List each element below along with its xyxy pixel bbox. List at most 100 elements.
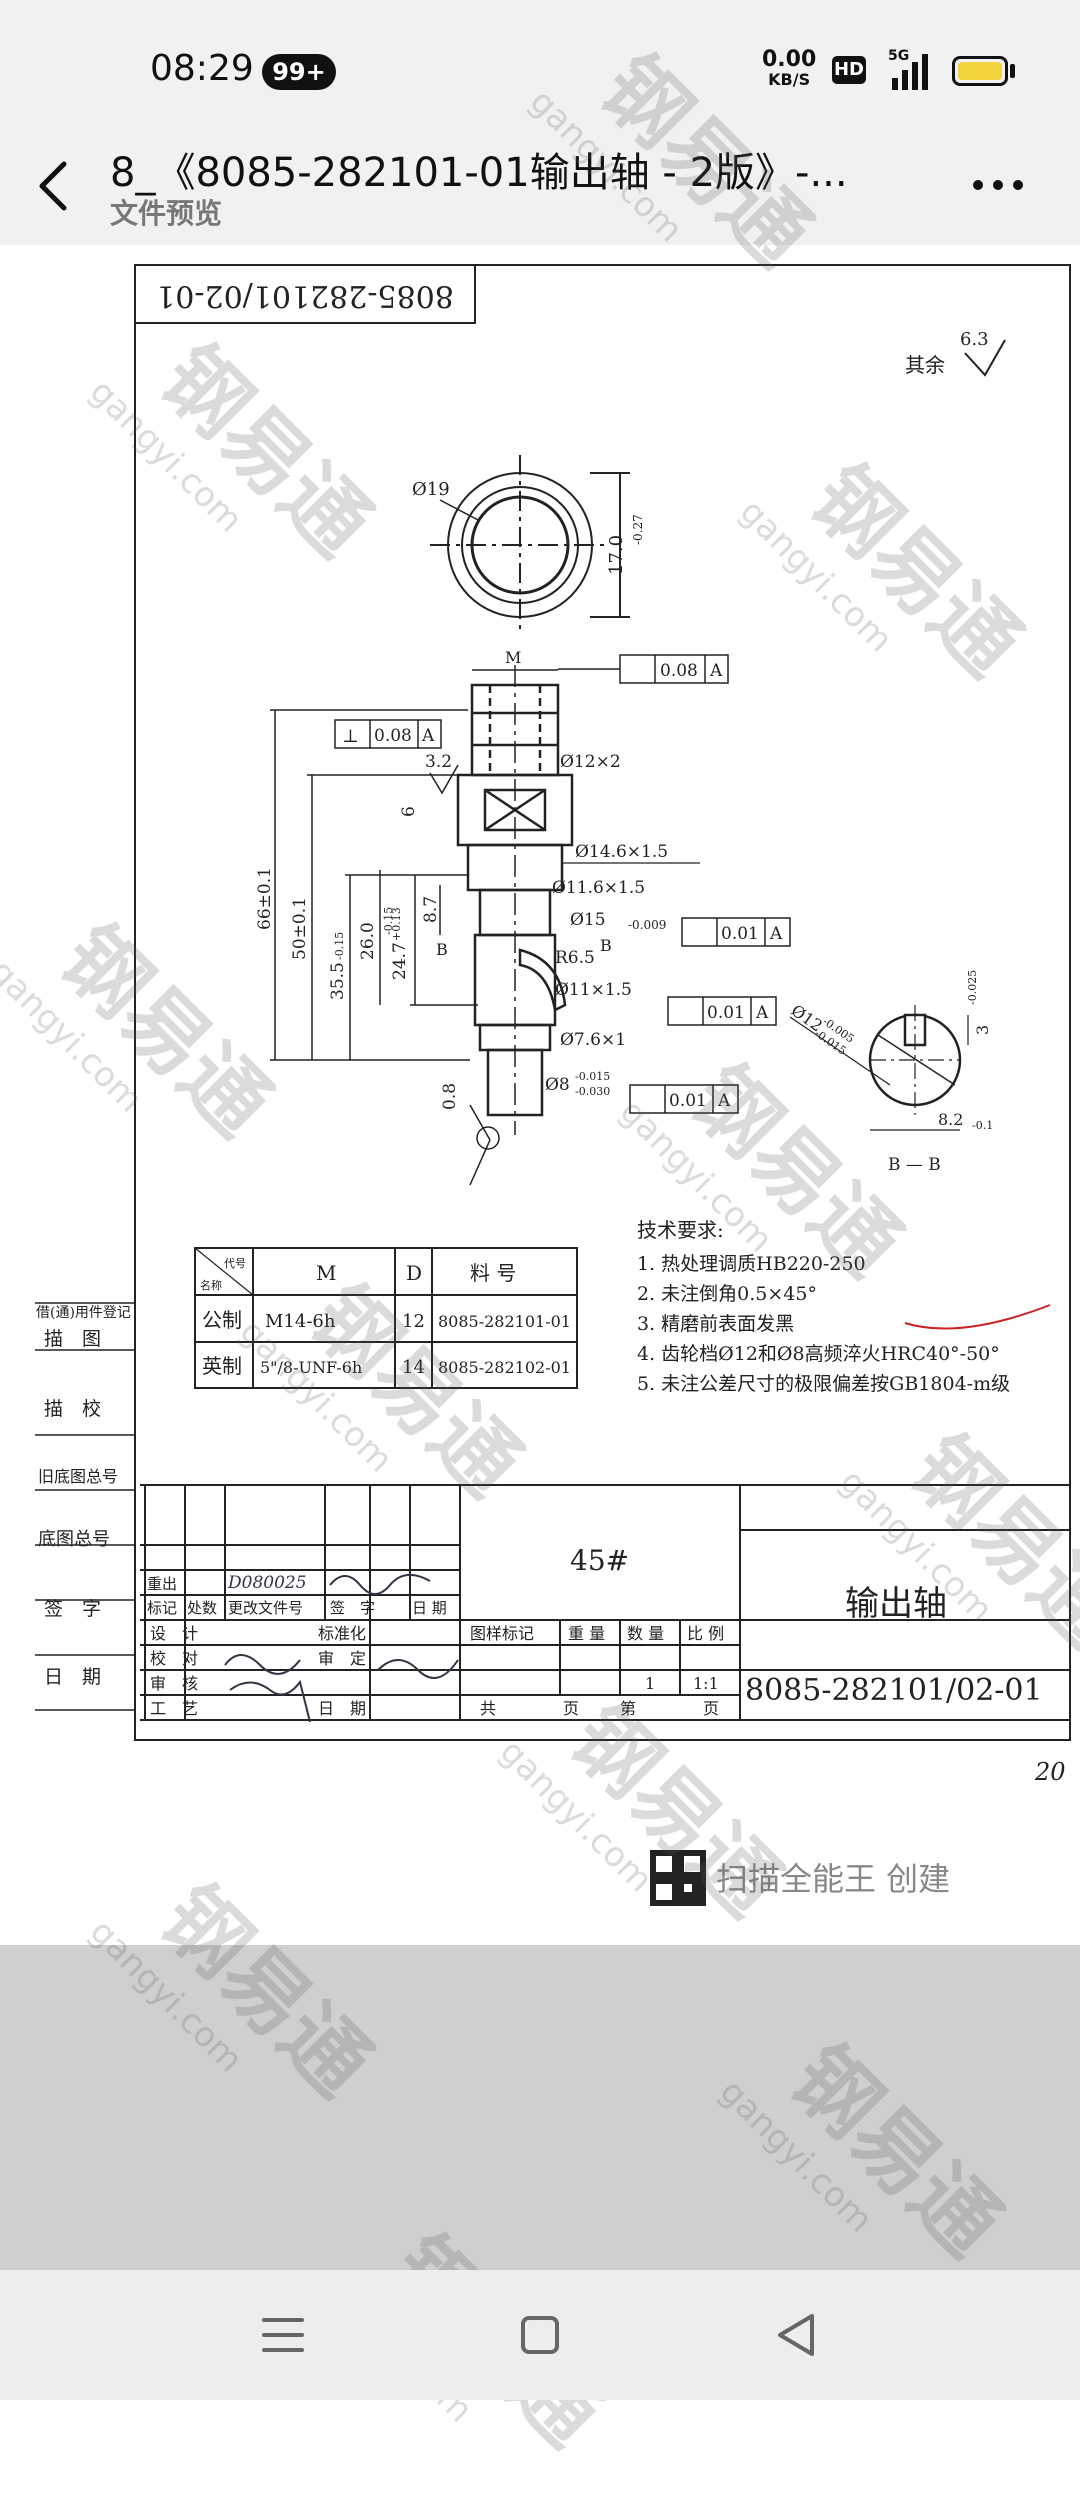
dim-phi8: Ø8: [545, 1075, 570, 1095]
status-bar: 08:29 99+ 0.00 KB/S HD 5G: [0, 0, 1080, 140]
dim-phi12x2: Ø12×2: [560, 752, 621, 772]
hd-icon: HD: [832, 56, 866, 84]
tol-perp-a2: 0.08: [374, 726, 412, 746]
dim-6: 6: [399, 806, 419, 817]
notification-badge: 99+: [262, 54, 336, 90]
dim-35-5-tol: -0.15: [333, 932, 346, 960]
tb-role-review: 审 核: [150, 1674, 198, 1693]
section-label: B — B: [888, 1155, 941, 1175]
network-speed-unit: KB/S: [768, 70, 811, 89]
tol-datum-b: A: [769, 924, 783, 944]
dim-17-tol: -0.27: [631, 514, 645, 545]
spec-row1-d: 12: [402, 1311, 425, 1332]
spec-row2-d: 14: [402, 1357, 425, 1378]
top-view: [430, 455, 630, 635]
material: 45#: [570, 1544, 629, 1577]
tb-role-design: 设 计: [150, 1624, 198, 1643]
dim-8-2: 8.2: [938, 1110, 963, 1129]
network-speed-value: 0.00: [762, 47, 817, 72]
roughness-label: 其余: [905, 353, 945, 377]
tb-row-sign: 签 字: [330, 1599, 375, 1617]
tb-role-craft: 工 艺: [150, 1699, 198, 1718]
tb-sheet-page-1: 页: [563, 1699, 579, 1718]
tol-runout-d: 0.01: [707, 1003, 745, 1023]
dim-3: 3: [973, 1025, 992, 1035]
tb-role-approve: 审 定: [318, 1649, 366, 1668]
tb-header-quantity: 数 量: [627, 1624, 664, 1643]
left-label-4: 旧底图总号: [38, 1467, 118, 1486]
qr-code-icon: [650, 1850, 706, 1906]
left-label-7: 日 期: [44, 1666, 101, 1688]
tech-item-1: 1. 热处理调质HB220-250: [637, 1253, 866, 1275]
spec-row1-type: 公制: [202, 1308, 242, 1332]
spec-row2-part: 8085-282102-01: [438, 1358, 571, 1377]
tb-sheet-page-2: 页: [703, 1699, 719, 1718]
network-speed: 0.00 KB/S: [762, 47, 817, 90]
tol-datum-a1: A: [709, 661, 723, 681]
dim-8-7: 8.7: [421, 896, 441, 923]
dim-phi14-6: Ø14.6×1.5: [575, 842, 668, 862]
left-label-6: 签 字: [44, 1598, 101, 1620]
more-options-icon[interactable]: [968, 170, 1028, 200]
spec-corner-top: 代号: [224, 1257, 246, 1270]
dim-phi15-tol: -0.009: [628, 918, 666, 932]
section-mark-b-left: B: [436, 940, 448, 959]
tb-header-weight: 重 量: [568, 1624, 605, 1643]
svg-text:⊥: ⊥: [342, 726, 359, 747]
document-subtitle: 文件预览: [110, 197, 223, 230]
tb-row-count: 处数: [187, 1599, 217, 1617]
dim-66: 66±0.1: [255, 867, 275, 930]
dim-3-tol: -0.025: [966, 970, 979, 1005]
signal-icon: 5G: [888, 48, 928, 90]
left-label-3: 描 校: [44, 1398, 101, 1420]
tb-role-standard: 标准化: [318, 1624, 366, 1643]
part-number: 8085-282101/02-01: [745, 1673, 1043, 1708]
preview-background: [0, 1945, 1080, 2270]
tech-item-4: 4. 齿轮档Ø12和Ø8高频淬火HRC40°-50°: [637, 1343, 1000, 1365]
spec-row2-type: 英制: [202, 1354, 242, 1378]
tb-row-reissue: 重出: [147, 1575, 177, 1593]
tb-header-scale: 比 例: [687, 1624, 724, 1643]
back-icon[interactable]: [30, 156, 80, 216]
tech-requirements: 技术要求: 1. 热处理调质HB220-250 2. 未注倒角0.5×45° 3…: [637, 1218, 1010, 1395]
doc-code-rotated: 8085-282101/02-01: [156, 278, 454, 313]
tol-runout-a1: 0.08: [660, 661, 698, 681]
engineering-drawing: 8085-282101/02-01 其余 6.3 Ø19 17.0 -0.27: [35, 264, 1071, 1906]
dim-phi8-tol-up: -0.015: [575, 1070, 610, 1083]
tol-datum-a2: A: [421, 726, 435, 746]
dim-50: 50±0.1: [290, 897, 310, 960]
dim-17: 17.0: [606, 535, 627, 575]
spec-row2-m: 5"/8-UNF-6h: [260, 1358, 362, 1377]
tb-sheet-total: 共: [480, 1699, 496, 1718]
tol-runout-b: 0.01: [721, 924, 759, 944]
left-label-5: 底图总号: [38, 1529, 110, 1550]
dim-24-7-tol: +0.13: [390, 907, 403, 941]
home-icon[interactable]: [505, 2300, 575, 2370]
network-type-label: 5G: [888, 48, 909, 64]
system-navigation-bar: [0, 2270, 1080, 2400]
tb-sheet-no: 第: [620, 1699, 636, 1718]
tb-quantity: 1: [645, 1674, 655, 1693]
tech-item-3: 3. 精磨前表面发黑: [637, 1313, 794, 1335]
section-mark-b-right: B: [600, 936, 612, 955]
tb-role-date: 日 期: [318, 1699, 366, 1718]
tb-header-drawing-mark: 图样标记: [470, 1624, 534, 1643]
shaft-view: [456, 665, 574, 1135]
left-margin: [35, 1302, 135, 1711]
spec-header-d: D: [406, 1261, 422, 1285]
dim-m: M: [505, 648, 521, 667]
dim-26: 26.0: [358, 922, 378, 960]
handwritten-code: D080025: [227, 1573, 307, 1593]
spec-header-m: M: [316, 1261, 336, 1285]
title-block: [140, 1484, 1070, 1721]
menu-icon[interactable]: [248, 2300, 318, 2370]
tech-title: 技术要求:: [637, 1218, 724, 1242]
document-preview[interactable]: 8085-282101/02-01 其余 6.3 Ø19 17.0 -0.27: [0, 245, 1080, 1945]
tb-scale: 1:1: [693, 1674, 719, 1693]
dim-24-7: 24.7: [390, 942, 410, 980]
dim-phi11: Ø11×1.5: [555, 980, 632, 1000]
roughness-value: 6.3: [960, 329, 989, 350]
tb-row-date: 日 期: [412, 1599, 447, 1617]
back-triangle-icon[interactable]: [762, 2300, 832, 2370]
tol-runout-c: 0.01: [669, 1091, 707, 1111]
